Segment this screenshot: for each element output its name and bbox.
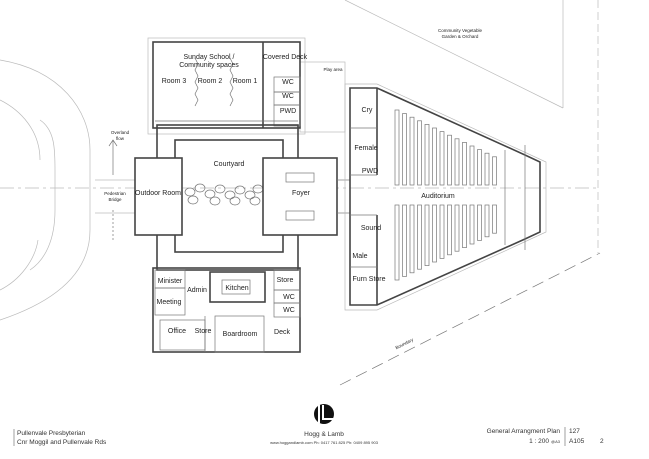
seat-row <box>447 204 452 256</box>
sunday-school-block <box>152 41 301 129</box>
minister-label: Minister <box>158 278 183 285</box>
seat-row <box>432 127 437 186</box>
female-label: Female <box>354 145 377 152</box>
road-curve <box>0 59 91 321</box>
wc-label: WC <box>282 79 294 86</box>
play-area-label: Play area <box>323 67 343 72</box>
boardroom-label: Boardroom <box>223 331 258 338</box>
overland-flow-label: Overland <box>111 130 130 135</box>
pwd-label: PWD <box>280 108 296 115</box>
room-labels: Community Vegetable Garden & Orchard Pla… <box>104 28 482 350</box>
boundary-line <box>339 252 601 386</box>
seat-row <box>477 204 482 241</box>
outdoor-room-label: Outdoor Room <box>135 190 181 197</box>
seat-row <box>424 124 430 186</box>
paper-size: @A3 <box>551 439 561 444</box>
auditorium-seating <box>394 109 497 281</box>
cry-label: Cry <box>362 107 373 114</box>
deck-label: Deck <box>274 329 290 336</box>
seat-row <box>454 138 460 186</box>
job-number: 127 <box>569 428 580 435</box>
seat-row <box>477 149 482 186</box>
drawing-scale: 1 : 200 <box>529 438 549 445</box>
pedestrian-bridge-label: Pedestrian <box>104 191 126 196</box>
seat-row <box>492 156 497 186</box>
sunday-school-label-2: Community spaces <box>179 62 239 69</box>
covered-deck-label: Covered Deck <box>263 54 308 61</box>
seat-row <box>402 113 407 186</box>
seat-row <box>409 116 415 186</box>
kitchen-label: Kitchen <box>225 285 248 292</box>
wc-label: WC <box>283 294 295 301</box>
room2-label: Room 2 <box>198 78 223 85</box>
seat-row <box>394 204 400 281</box>
room3-label: Room 3 <box>162 78 187 85</box>
revision: 2 <box>600 438 604 445</box>
pedestrian-bridge-label-2: Bridge <box>108 197 122 202</box>
seat-row <box>394 109 400 186</box>
pwd-label: PWD <box>362 168 378 175</box>
flow-arrow-icon <box>108 139 118 175</box>
sheet-number: A105 <box>569 438 585 445</box>
seat-row <box>432 204 437 263</box>
male-label: Male <box>352 253 367 260</box>
stepping-stones <box>184 183 264 206</box>
project-address: Cnr Moggil and Pullenvale Rds <box>17 439 107 446</box>
office-label: Office <box>168 328 186 335</box>
wc-label: WC <box>282 93 294 100</box>
auditorium-block <box>344 83 547 311</box>
sunday-school-label: Sunday School / <box>184 54 235 61</box>
sound-label: Sound <box>361 225 381 232</box>
garden-label: Community Vegetable <box>438 28 483 33</box>
foyer <box>262 157 350 236</box>
seat-row <box>454 204 460 252</box>
seat-row <box>447 134 452 186</box>
firm-contact: www.hoggandlamb.com Ph: 0417 761 825 Ph:… <box>270 440 379 445</box>
hogg-lamb-logo <box>314 404 334 424</box>
title-block: Pullenvale Presbyterian Cnr Moggil and P… <box>13 404 604 446</box>
garden-label-2: Garden & Orchard <box>442 34 479 39</box>
seat-row <box>462 204 467 248</box>
seat-row <box>424 204 430 266</box>
store-label: Store <box>277 277 294 284</box>
project-name: Pullenvale Presbyterian <box>17 430 86 437</box>
room1-label: Room 1 <box>233 78 258 85</box>
wc-label: WC <box>283 307 295 314</box>
seat-row <box>439 131 445 186</box>
courtyard-label: Courtyard <box>214 161 245 168</box>
drawing-title: General Arrangment Plan <box>487 428 561 435</box>
seat-row <box>409 204 415 274</box>
firm-name: Hogg & Lamb <box>304 431 344 438</box>
auditorium-label: Auditorium <box>421 193 455 200</box>
store-label: Store <box>195 328 212 335</box>
admin-block <box>152 267 301 353</box>
seat-row <box>417 120 422 186</box>
furn-store-label: Furn Store <box>352 276 385 283</box>
admin-label: Admin <box>187 287 207 294</box>
seat-row <box>469 204 475 245</box>
seat-row <box>417 204 422 270</box>
outdoor-room <box>134 157 183 236</box>
overland-flow-label-2: flow <box>116 136 125 141</box>
seat-row <box>469 145 475 186</box>
foyer-label: Foyer <box>292 190 311 197</box>
seat-row <box>462 142 467 186</box>
seat-row <box>484 152 490 186</box>
seat-row <box>484 204 490 238</box>
seat-row <box>402 204 407 277</box>
seat-row <box>439 204 445 259</box>
seat-row <box>492 204 497 234</box>
meeting-label: Meeting <box>157 299 182 306</box>
